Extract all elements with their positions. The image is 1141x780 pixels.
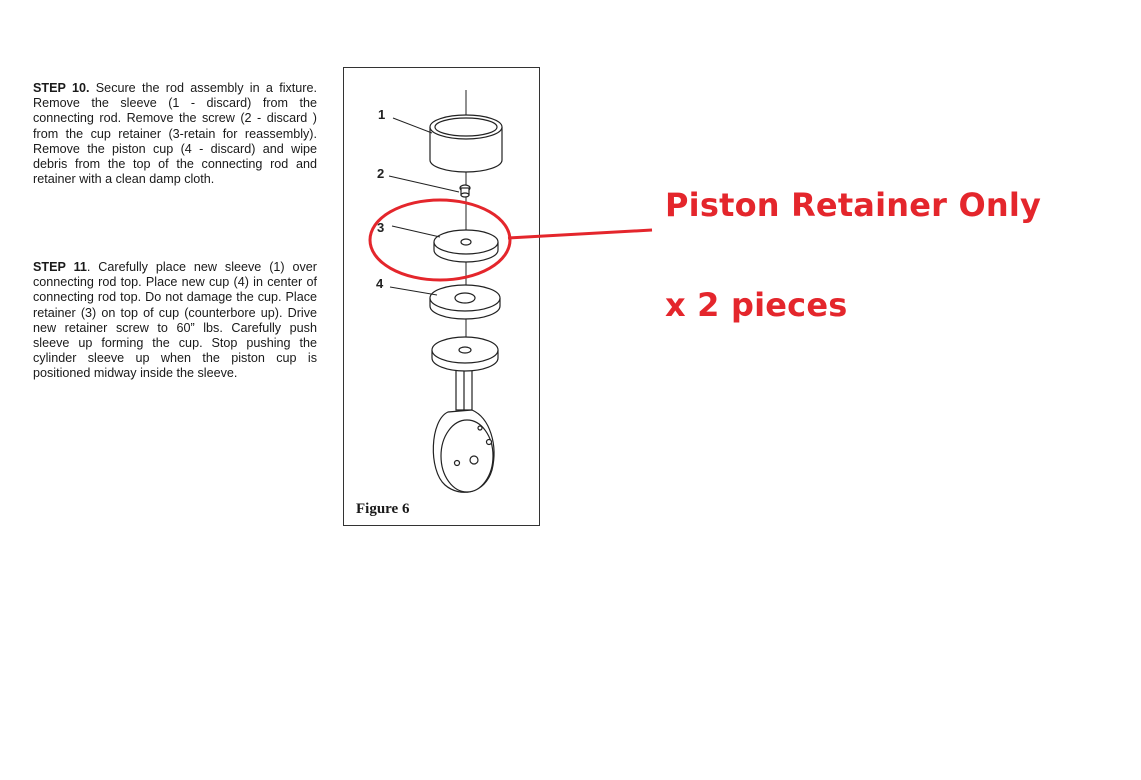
step-10-label: STEP 10. (33, 81, 90, 95)
leader-line-1 (392, 117, 433, 134)
figure-6-box: Figure 6 (343, 67, 540, 526)
highlight-pointer-line (507, 228, 653, 240)
annotation-title: Piston Retainer Only (665, 186, 1042, 224)
piston-cup-part (429, 284, 501, 320)
step-10-body: Secure the rod assembly in a fixture. Re… (33, 81, 317, 187)
highlight-circle (368, 198, 512, 282)
connecting-rod-part (431, 336, 499, 493)
sleeve-part (429, 114, 503, 173)
part-label-2: 2 (377, 166, 384, 181)
leader-line-3 (391, 225, 441, 238)
screw-part (459, 184, 471, 198)
step-11-body: . Carefully place new sleeve (1) over co… (33, 260, 317, 381)
leader-line-4 (389, 286, 438, 296)
part-label-1: 1 (378, 107, 385, 122)
step-11-text: STEP 11. Carefully place new sleeve (1) … (33, 260, 317, 382)
step-10-text: STEP 10. Secure the rod assembly in a fi… (33, 81, 317, 187)
retainer-part (433, 229, 499, 263)
step-11-label: STEP 11 (33, 260, 87, 274)
figure-caption: Figure 6 (356, 501, 410, 517)
part-label-3: 3 (377, 220, 384, 235)
annotation-quantity: x 2 pieces (665, 286, 848, 324)
part-label-4: 4 (376, 276, 384, 291)
leader-line-2 (388, 175, 460, 193)
